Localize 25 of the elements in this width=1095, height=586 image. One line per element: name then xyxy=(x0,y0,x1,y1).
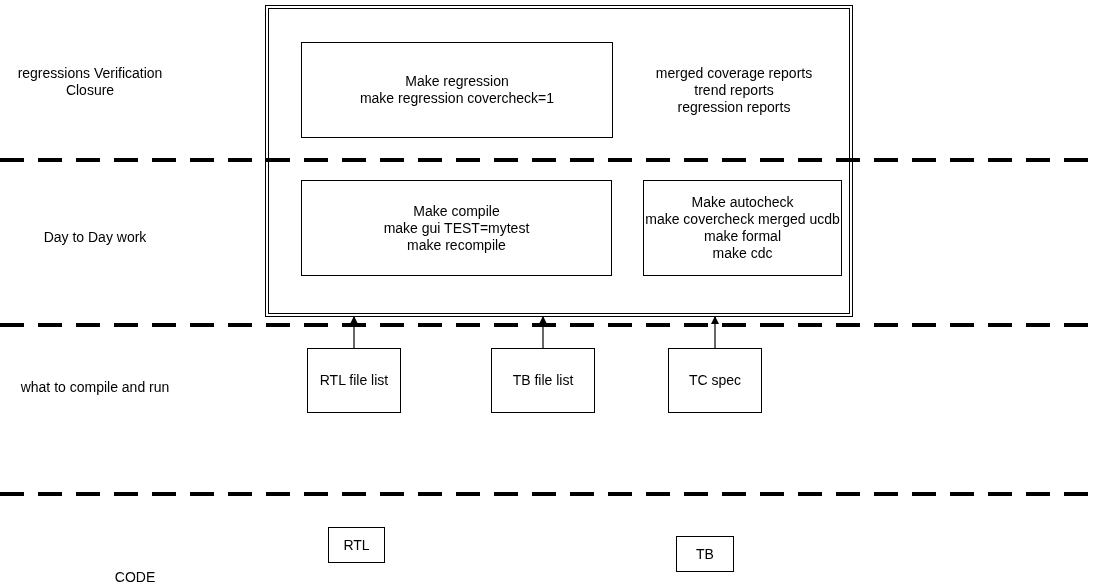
row-label: regressions Verification Closure xyxy=(16,65,164,99)
row-label: what to compile and run xyxy=(20,379,170,396)
source-box xyxy=(676,536,734,572)
process-box xyxy=(301,180,612,276)
node-text: TB file list xyxy=(512,372,574,389)
process-box xyxy=(643,180,842,276)
input-box xyxy=(668,348,762,413)
input-box xyxy=(491,348,595,413)
node-text: RTL xyxy=(343,536,370,554)
row-label: CODE xyxy=(113,569,157,586)
arrow xyxy=(539,316,547,349)
node-text: Make compile make gui TEST=mytest make recompile xyxy=(383,202,530,254)
node-text: TC spec xyxy=(688,372,742,389)
node-text: Make autocheck make covercheck merged ucdb make formal make cdc xyxy=(645,194,840,262)
arrow xyxy=(711,316,719,349)
arrow xyxy=(350,316,358,349)
source-box xyxy=(328,527,385,563)
node-text: RTL file list xyxy=(319,372,389,389)
container-box xyxy=(265,5,853,317)
node-text: Make regression make regression covercheck=1 xyxy=(359,73,555,107)
row-label: Day to Day work xyxy=(42,229,148,246)
report-list: merged coverage reports trend reports regression reports xyxy=(624,65,844,116)
process-box xyxy=(301,42,613,138)
input-box xyxy=(307,348,401,413)
node-text: TB xyxy=(696,545,714,563)
